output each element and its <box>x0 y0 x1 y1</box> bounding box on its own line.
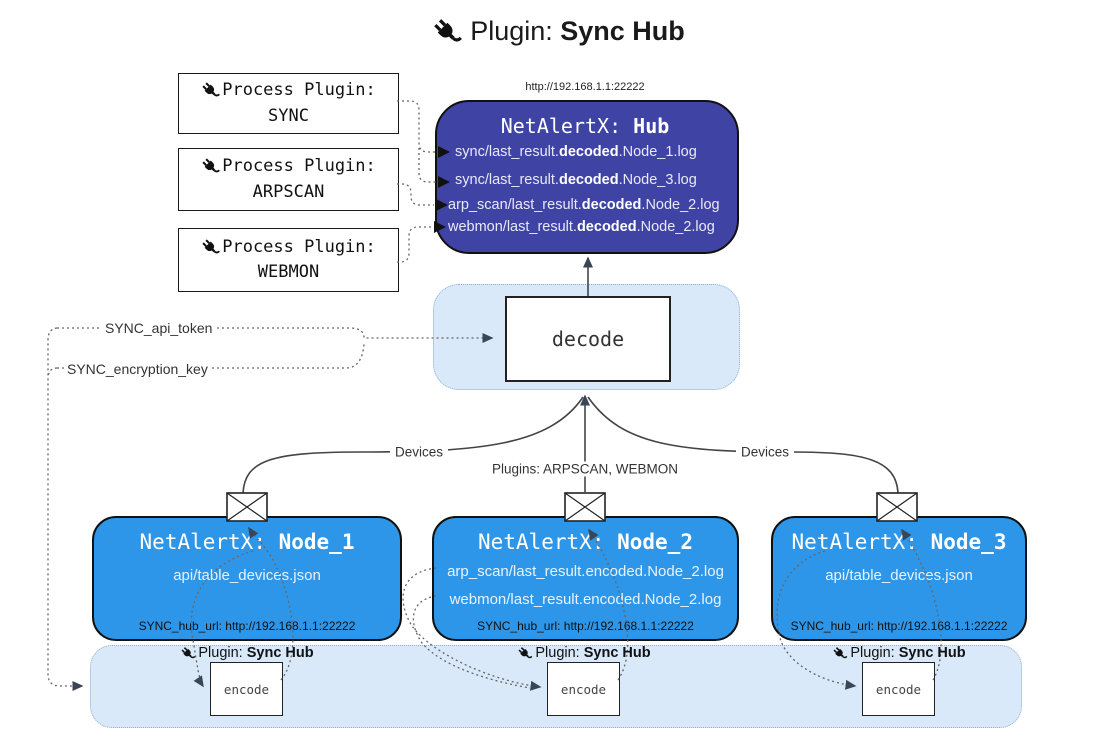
process-plugin-box-sync: Process Plugin: SYNC <box>178 73 399 134</box>
plugins-center-label: Plugins: ARPSCAN, WEBMON <box>486 461 684 477</box>
plug-icon <box>201 157 221 176</box>
plug-icon <box>432 17 463 47</box>
sync-plugin-line-2 <box>418 148 436 183</box>
node-file-line: webmon/last_result.encoded.Node_2.log <box>449 591 722 608</box>
decode-box: decode <box>505 296 671 382</box>
hub-title: NetAlertX: Hub <box>500 114 670 138</box>
page-title: Plugin: Sync Hub <box>0 16 1117 47</box>
sync-encryption-key-label: SYNC_encryption_key <box>64 361 211 377</box>
sync-plugin-line-1 <box>397 100 436 153</box>
node-box-node2: NetAlertX: Node_2 arp_scan/last_result.e… <box>432 516 739 641</box>
encode-section-label: Plugin: Sync Hub <box>180 645 314 661</box>
encode-section-label: Plugin: Sync Hub <box>517 645 651 661</box>
node-title: NetAlertX: Node_2 <box>478 530 693 554</box>
process-plugin-box-arpscan: Process Plugin: ARPSCAN <box>178 148 399 211</box>
node-title: NetAlertX: Node_1 <box>139 530 355 554</box>
hub-log-line: sync/last_result.decoded.Node_1.log <box>455 144 697 160</box>
node-hub-url: SYNC_hub_url: http://192.168.1.1:22222 <box>138 619 356 633</box>
node-box-node1: NetAlertX: Node_1 api/table_devices.json… <box>92 516 402 641</box>
process-plugin-label: Process Plugin: <box>222 236 376 257</box>
process-plugin-label: Process Plugin: <box>222 156 376 176</box>
node-title: NetAlertX: Node_3 <box>791 530 1007 554</box>
webmon-plugin-line <box>397 226 432 263</box>
devices-right-label: Devices <box>735 444 795 460</box>
plug-icon <box>517 646 533 661</box>
encode-box: encode <box>547 662 620 716</box>
node-file-line: arp_scan/last_result.encoded.Node_2.log <box>447 563 724 580</box>
encryption-key-corner <box>47 367 58 378</box>
node-hub-url: SYNC_hub_url: http://192.168.1.1:22222 <box>790 619 1008 633</box>
plug-icon <box>201 81 221 100</box>
arpscan-plugin-line <box>397 183 434 206</box>
node-file-line: api/table_devices.json <box>825 567 973 584</box>
hub-log-line: webmon/last_result.decoded.Node_2.log <box>448 219 715 235</box>
process-plugin-name: WEBMON <box>257 262 320 282</box>
process-plugin-label: Process Plugin: <box>222 80 376 100</box>
process-plugin-name: SYNC <box>268 105 309 126</box>
node-box-node3: NetAlertX: Node_3 api/table_devices.json… <box>771 516 1027 641</box>
hub-log-line: arp_scan/last_result.decoded.Node_2.log <box>448 197 720 213</box>
encode-box: encode <box>210 662 283 716</box>
node-hub-url: SYNC_hub_url: http://192.168.1.1:22222 <box>477 619 694 633</box>
hub-url: http://192.168.1.1:22222 <box>525 81 645 93</box>
process-plugin-box-webmon: Process Plugin: WEBMON <box>178 228 399 292</box>
node-file-line: api/table_devices.json <box>173 567 321 584</box>
encode-section-label: Plugin: Sync Hub <box>832 645 966 661</box>
encode-box: encode <box>862 662 935 716</box>
devices-left-label: Devices <box>389 444 449 460</box>
token-to-encode-band-line <box>47 327 84 691</box>
hub-log-line: sync/last_result.decoded.Node_3.log <box>455 172 697 188</box>
plug-icon <box>832 646 848 661</box>
plug-icon <box>201 238 221 257</box>
plug-icon <box>180 646 196 661</box>
process-plugin-name: ARPSCAN <box>252 181 325 202</box>
title-text: Plugin: Sync Hub <box>470 16 685 46</box>
sync-api-token-label: SYNC_api_token <box>102 320 216 336</box>
hub-box <box>435 100 739 254</box>
